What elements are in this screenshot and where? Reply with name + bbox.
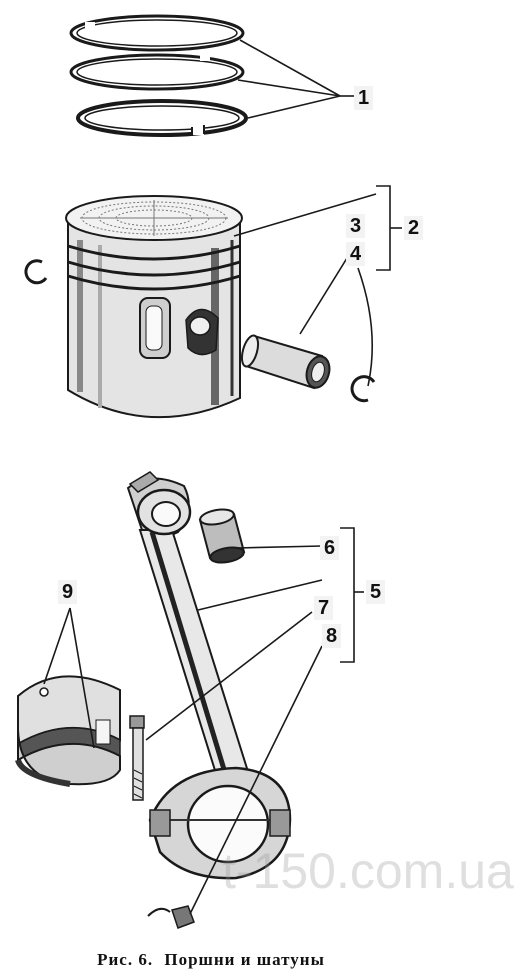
piston [65,195,243,419]
callout-1: 1 [354,86,374,110]
exploded-view-drawing [15,14,402,929]
callout-7: 7 [314,596,334,620]
piston-rings [69,14,248,137]
callout-6: 6 [320,536,340,560]
callout-3: 3 [346,214,366,238]
small-end-bushing [198,508,246,564]
bracket-rod-group [340,527,355,663]
figure-label: Рис. 6. [97,950,154,969]
piston-ring-top [69,14,245,52]
circlip-left [24,259,48,285]
figure-caption: Рис. 6. Поршни и шатуны [0,950,428,970]
bearing-shells [15,675,121,787]
circlip-right [350,375,376,403]
callout-9: 9 [58,580,78,604]
callout-8: 8 [322,624,342,648]
piston-ring-middle [69,53,245,91]
watermark-text: t-150.com.ua [222,843,514,899]
piston-ring-bottom [76,99,248,137]
diagram-canvas: 1 2 3 4 5 6 7 8 9 t-150.com.ua Рис. 6. П… [0,14,514,970]
leader-lines [43,39,377,915]
bolt-nut [147,905,195,929]
connecting-rod [126,471,292,880]
callout-2: 2 [404,216,424,240]
callout-5: 5 [366,580,386,604]
callout-4: 4 [346,242,366,266]
figure-title: Поршни и шатуны [164,950,325,969]
group-brackets [340,185,402,663]
connecting-rod-bolt [129,715,145,801]
piston-pin [240,334,331,390]
bracket-piston-group [376,185,391,271]
